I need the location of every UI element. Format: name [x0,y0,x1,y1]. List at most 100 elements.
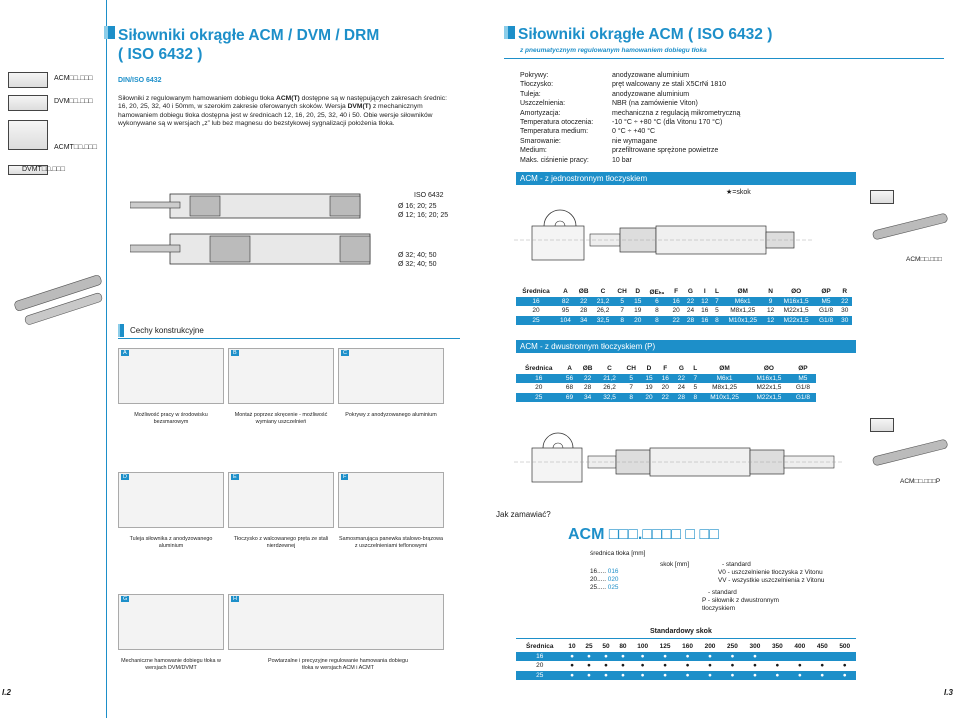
table-header-cell: 200 [704,643,716,651]
table-cell: 20 [630,315,645,325]
table-cell: ● [833,661,856,671]
spec-row: Uszczelnienia:NBR (na zamówienie Viton) [520,100,698,108]
standard-stroke-rule [516,638,856,639]
feature-e-caption: Tłoczysko z walcowanego pręta ze stali n… [233,536,329,549]
table-cell: M6x1 [722,296,764,306]
table-cell: 22 [683,296,698,306]
right-page-subtitle: z pneumatycznym regulowanym hamowaniem d… [520,47,707,54]
iso-diameters-4: Ø 32; 40; 50 [398,261,437,268]
table-cell: 16 [669,296,684,306]
table-header-cell: 250 [727,643,738,651]
table-cell: 28 [577,383,598,393]
order-option-standard-2: - standard [708,589,737,596]
table-cell: 68 [561,383,578,393]
table-cell: 28 [574,306,593,316]
spec-row: Medium:przefiltrowane sprężone powietrze [520,147,719,155]
table-cell: ● [614,670,632,680]
side-label-dvm: DVM□□.□□□ [54,98,93,105]
product-photo [8,248,108,338]
table-cell: 25 [516,392,562,402]
table-cell: 22 [577,373,598,383]
table-cell: 104 [556,315,575,325]
table-cell: 20 [657,383,674,393]
spec-row: Temperatura otoczenia:-10 °C ÷ +80 °C (d… [520,119,723,127]
table-cell: ● [653,651,677,661]
spec-row: Amortyzacja:mechaniczna z regulacją mikr… [520,109,741,117]
single-rod-end-view [870,190,894,204]
dvmt-thumbnail [8,165,48,175]
table-cell: G1/8 [814,315,838,325]
feature-f-caption: Samosmarująca panewka stalowo-brązowa z … [339,536,443,549]
table-row: 25●●●●●●●●●●●●●● [516,670,856,680]
table-cell: ● [721,670,744,680]
order-option-p: P - siłownik z dwustronnym tłoczyskiem [702,597,779,612]
table-cell: 32,5 [597,392,622,402]
single-rod-photo [870,210,950,244]
table-cell: 15 [630,296,645,306]
table-header-cell: 25 [585,643,593,651]
title-rule [504,58,944,59]
right-page-number: I.3 [944,688,953,697]
table-header-cell: ØB [582,365,593,373]
table-cell: ● [631,661,654,671]
table-cell: 22 [837,296,852,306]
table-cell [766,651,789,661]
table-header-cell: I [703,288,706,296]
table-cell: ● [597,661,615,671]
table-cell: ● [653,670,677,680]
spec-row: Tuleja:anodyzowane aluminium [520,90,690,98]
table-cell: 20 [516,383,562,393]
table-cell: ● [743,651,767,661]
table-cell: ● [833,670,856,680]
table-cell: 6 [644,296,670,306]
feature-d-caption: Tuleja siłownika z anodyzowanego alumini… [129,536,213,549]
table-cell: 5 [613,296,631,306]
table-cell: 82 [556,296,575,306]
table-cell: ● [788,661,812,671]
table-cell: 16 [697,315,712,325]
table-header-cell: 125 [659,643,671,651]
dvm-thumbnail [8,95,48,111]
table-cell: 8 [644,306,670,316]
table-cell: 20 [516,306,557,316]
table-header-cell: L [714,288,719,296]
feature-b-image: B [228,348,334,404]
intro-text: Siłowniki z regulowanym hamowaniem dobie… [118,95,447,128]
table-cell: ● [721,651,744,661]
table-header-cell: 50 [602,643,610,651]
cylinder-section-drawing [129,188,390,270]
iso-diameters-2: Ø 12; 16; 20; 25 [398,212,449,219]
table-cell: M10x1,25 [701,392,749,402]
spec-row: Maks. ciśnienie pracy:10 bar [520,156,632,164]
feature-b-caption: Montaż poprzez skręcenie - możliwość wym… [234,412,328,425]
table-header-cell: CH [617,288,627,296]
table-header-cell: L [693,365,698,373]
table-cell: 34 [574,315,593,325]
table-cell: M8x1,25 [701,383,749,393]
feature-d-image: D [118,472,224,528]
feature-g-image: G [118,594,224,650]
table-cell: ● [597,670,615,680]
table-cell: ● [563,651,581,661]
double-rod-end-view [870,418,894,432]
table-cell: ● [676,661,699,671]
table-cell: 8 [621,392,641,402]
table-cell: ● [653,661,677,671]
table-header-cell: D [635,288,641,296]
table-cell: 9 [763,296,778,306]
order-option-vv: VV - wszystkie uszczelnienia z Vitonu [718,577,825,584]
table-header-cell: 100 [637,643,649,651]
table-cell: 25 [516,315,557,325]
din-label: DIN/ISO 6432 [118,77,162,84]
table-cell: ● [631,670,654,680]
table-cell: G1/8 [789,383,816,393]
table-cell: M22x1,5 [748,383,790,393]
table-header-cell: C [607,365,612,373]
iso-diameters-3: Ø 32; 40; 50 [398,252,437,259]
table-cell: ● [631,651,654,661]
